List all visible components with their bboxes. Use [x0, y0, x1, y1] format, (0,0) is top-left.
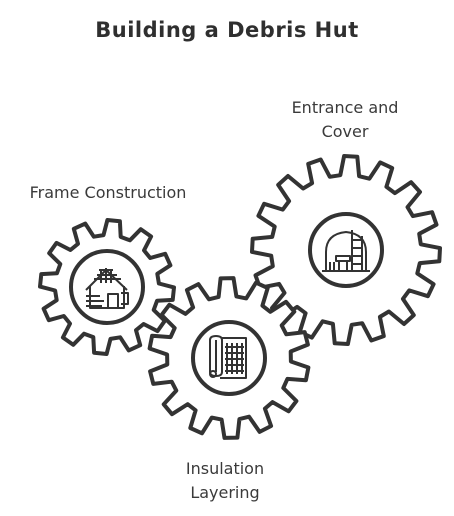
label-insulation-layering: Insulation Layering — [150, 457, 300, 505]
diagram-title: Building a Debris Hut — [95, 18, 359, 42]
label-entrance-cover: Entrance and Cover — [262, 96, 428, 144]
gear-frame-construction — [38, 218, 176, 356]
gear-insulation-layering — [147, 276, 311, 440]
house-frame-icon — [85, 268, 129, 309]
label-entrance-line1: Entrance and — [291, 98, 399, 117]
shelter-entrance-icon — [322, 230, 370, 272]
label-frame-line1: Frame Construction — [29, 183, 187, 202]
gear-entrance-cover — [250, 154, 442, 346]
label-entrance-line2: Cover — [321, 122, 369, 141]
gear-entrance-hub — [308, 212, 384, 288]
label-insulation-line2: Layering — [190, 483, 260, 502]
insulation-roll-icon — [209, 335, 247, 379]
gear-frame-hub — [69, 249, 145, 325]
label-frame-construction: Frame Construction — [6, 181, 210, 205]
label-insulation-line1: Insulation — [185, 459, 265, 478]
